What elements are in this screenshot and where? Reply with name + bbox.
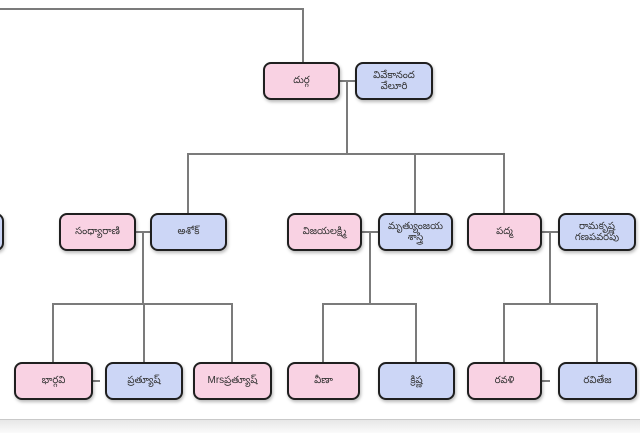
person-name: వీణా	[314, 375, 333, 387]
connector-marriage-drop	[369, 231, 371, 304]
person-name: ప్రత్యూష్	[127, 375, 161, 387]
canvas-bottom-edge	[0, 419, 640, 433]
person-name: క్రిష్ణ	[410, 375, 423, 387]
connector-spouse-stub	[542, 380, 550, 382]
connector-ancestor-drop	[302, 8, 304, 63]
connector-child-drop	[322, 303, 324, 363]
person-name: విజయలక్ష్మి	[302, 226, 347, 238]
connector-child-drop	[231, 303, 233, 363]
person-name: రవితేజ	[583, 375, 612, 387]
node-partial-offscreen[interactable]	[0, 213, 4, 251]
node-durga[interactable]: దుర్గ	[263, 62, 340, 100]
person-name: అశోక్	[177, 226, 200, 238]
person-name: రామకృష్ణ గణపవరపు	[574, 220, 620, 244]
connector-child-drop	[596, 303, 598, 363]
node-sandhyarani[interactable]: సంధ్యారాణి	[59, 213, 136, 251]
person-name: రవళి	[494, 375, 515, 387]
connector-child-drop	[415, 303, 417, 363]
connector-marriage-drop	[142, 231, 144, 304]
person-name: భార్గవి	[41, 375, 66, 387]
person-name: మృత్యుంజయ శాస్త్రి	[388, 220, 443, 244]
node-bhargavi[interactable]: భార్గవి	[14, 362, 93, 400]
node-veena[interactable]: వీణా	[287, 362, 360, 400]
node-mrutyunjaya-sastri[interactable]: మృత్యుంజయ శాస్త్రి	[378, 213, 453, 251]
connector-child-drop	[187, 153, 189, 214]
connector-child-drop	[503, 303, 505, 363]
connector-child-drop	[52, 303, 54, 363]
connector-generation2-horizontal	[322, 303, 417, 305]
connector-generation1-horizontal	[187, 153, 505, 155]
connector-child-drop	[503, 153, 505, 214]
person-name: దుర్గ	[293, 75, 310, 87]
person-name: సంధ్యారాణి	[75, 226, 120, 238]
node-mrs-pratyush[interactable]: Mrsప్రత్యూష్	[193, 362, 272, 400]
node-ramakrishna-ganapavarapu[interactable]: రామకృష్ణ గణపవరపు	[558, 213, 636, 251]
person-name: వివేకానంద వేలూరి	[373, 69, 415, 93]
person-name: Mrsప్రత్యూష్	[207, 375, 258, 387]
connector-child-drop	[414, 153, 416, 214]
node-raviteja[interactable]: రవితేజ	[558, 362, 637, 400]
connector-marriage-drop	[549, 231, 551, 304]
connector-ancestor-horizontal	[0, 8, 304, 10]
connector-child-drop	[143, 303, 145, 363]
connector-generation2-horizontal	[52, 303, 233, 305]
person-name: పద్మ	[496, 226, 513, 238]
node-ravali[interactable]: రవళి	[467, 362, 542, 400]
node-padma[interactable]: పద్మ	[467, 213, 542, 251]
node-vivekananda-veluri[interactable]: వివేకానంద వేలూరి	[355, 62, 433, 100]
node-krishna[interactable]: క్రిష్ణ	[378, 362, 455, 400]
node-ashok[interactable]: అశోక్	[150, 213, 227, 251]
node-vijayalakshmi[interactable]: విజయలక్ష్మి	[287, 213, 362, 251]
node-pratyush[interactable]: ప్రత్యూష్	[105, 362, 183, 400]
connector-marriage-top-drop	[346, 80, 348, 154]
connector-spouse-stub	[93, 380, 100, 382]
connector-generation2-horizontal	[503, 303, 598, 305]
